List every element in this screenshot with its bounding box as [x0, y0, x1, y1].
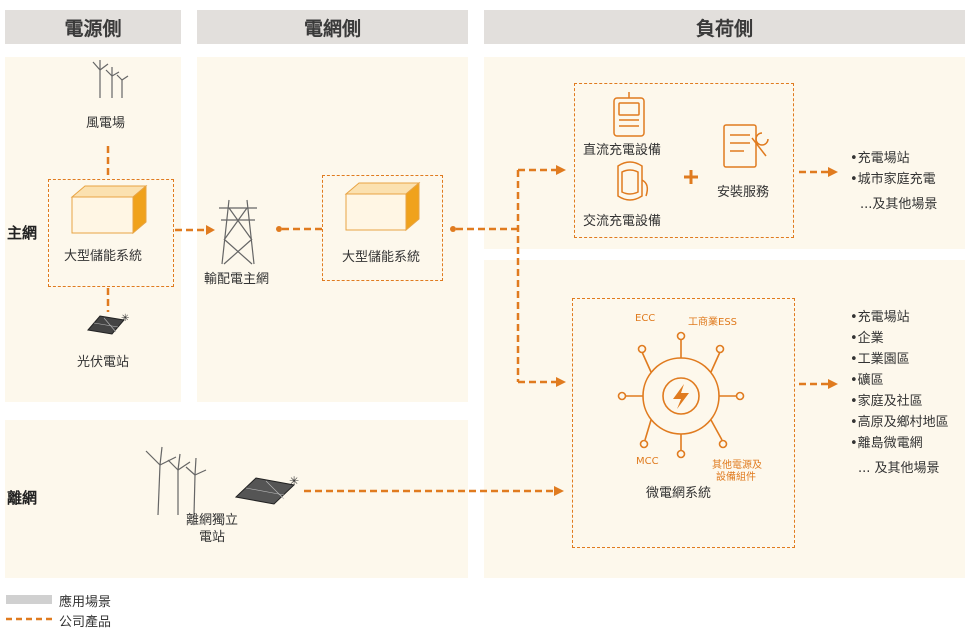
header-load-side: 負荷側 [484, 10, 965, 44]
source-storage-label: 大型儲能系統 [64, 249, 143, 264]
panel-offgrid [5, 420, 468, 578]
microgrid-title: 微電網系統 [646, 486, 712, 501]
svg-text:✳: ✳ [289, 474, 299, 488]
pv-station-label: 光伏電站 [77, 355, 130, 370]
dc-charging-label: 直流充電設備 [583, 143, 662, 158]
scenario-more: ...及其他場景 [860, 197, 938, 212]
scenario-item: •充電場站 [850, 151, 910, 166]
legend-scenario-label: 應用場景 [59, 595, 112, 610]
transmission-tower-icon [219, 199, 257, 265]
row-label-main-grid: 主網 [7, 224, 38, 242]
mcc-label: MCC [636, 456, 659, 467]
other-power-label-1: 其他電源及 [712, 460, 762, 471]
grid-storage-label: 大型儲能系統 [342, 250, 421, 265]
offgrid-station-label-2: 電站 [199, 530, 226, 545]
install-service-label: 安裝服務 [717, 185, 770, 200]
scenario-item: •企業 [850, 331, 884, 346]
battery-storage-icon [70, 184, 148, 235]
ac-charger-icon [617, 161, 649, 201]
wind-farm-icon [92, 60, 129, 98]
header-grid-side: 電網側 [197, 10, 468, 44]
scenario-item: •工業園區 [850, 352, 910, 367]
dc-charger-icon [613, 92, 645, 137]
offgrid-station-label-1: 離網獨立 [186, 513, 239, 528]
ess-label: 工商業ESS [688, 317, 738, 328]
scenario-item: •城市家庭充電 [850, 172, 936, 187]
panel-load-lower [484, 260, 965, 578]
offgrid-wind-icon [145, 446, 207, 516]
plus-icon [684, 170, 698, 184]
scenario-more: ... 及其他場景 [858, 461, 940, 476]
microgrid-box [572, 298, 795, 548]
transmission-grid-label: 輸配電主網 [204, 272, 270, 287]
ecc-label: ECC [635, 313, 656, 324]
grid-storage-box [322, 175, 443, 281]
header-source-side: 電源側 [5, 10, 181, 44]
microgrid-gear-icon [617, 331, 745, 459]
offgrid-solar-icon: ✳ [234, 474, 299, 505]
scenario-item: •離島微電網 [850, 436, 923, 451]
scenario-item: •家庭及社區 [850, 394, 923, 409]
ac-charging-label: 交流充電設備 [583, 214, 662, 229]
row-label-off-grid: 離網 [7, 489, 38, 507]
scenario-item: •礦區 [850, 373, 884, 388]
legend-scenario-swatch [6, 595, 52, 604]
wind-farm-label: 風電場 [86, 116, 126, 131]
lower-scenario-list: •充電場站 •企業 •工業園區 •礦區 •家庭及社區 •高原及鄉村地區 •離島微… [850, 307, 949, 479]
install-service-icon [723, 124, 769, 168]
panel-grid-main [197, 57, 468, 402]
legend-product-label: 公司產品 [59, 615, 112, 630]
scenario-item: •充電場站 [850, 310, 910, 325]
solar-panel-icon: ✳ [87, 313, 129, 335]
charging-products-box [574, 83, 794, 238]
battery-storage-icon-grid [344, 181, 421, 232]
source-storage-box [48, 179, 174, 287]
scenario-item: •高原及鄉村地區 [850, 415, 949, 430]
upper-scenario-list: •充電場站 •城市家庭充電 ...及其他場景 [850, 148, 937, 215]
other-power-label-2: 設備組件 [716, 472, 756, 483]
svg-text:✳: ✳ [121, 313, 129, 324]
